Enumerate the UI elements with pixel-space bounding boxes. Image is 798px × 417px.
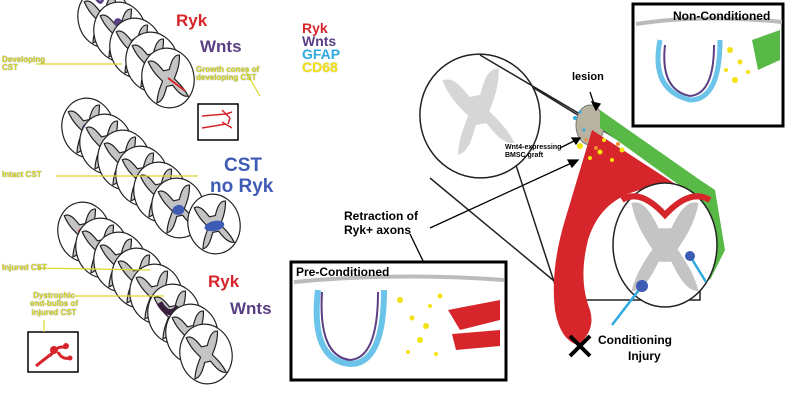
injured-sections [57, 201, 233, 385]
legend-gfap: GFAP [302, 46, 341, 62]
label-wnts-top: Wnts [200, 37, 242, 56]
pre-conditioned-panel [289, 260, 508, 382]
legend-cd68: CD68 [302, 59, 338, 75]
label-wnts-bottom: Wnts [230, 299, 272, 318]
label-no-ryk: no Ryk [210, 176, 274, 197]
callout-growth-cones: Growth cones of developing CST [196, 65, 260, 83]
developing-sections [77, 0, 195, 109]
growth-cone-inset [197, 103, 239, 141]
label-conditioning: Conditioning [598, 333, 672, 347]
intact-sections [61, 97, 241, 255]
label-ryk-bottom: Ryk [208, 272, 240, 291]
non-conditioned-panel [631, 2, 785, 128]
non-conditioned-title: Non-Conditioned [673, 9, 771, 23]
callout-injured-cst: Injured CST [2, 263, 47, 272]
label-ryk-top: Ryk [176, 11, 208, 30]
callout-lines [36, 63, 261, 332]
label-lesion: lesion [572, 71, 604, 83]
callout-developing-cst: Developing CST [2, 55, 46, 73]
callout-dystrophic: Dystrophic end-bulbs of injured CST [30, 291, 78, 317]
label-retraction-2: Ryk+ axons [344, 223, 412, 237]
pre-conditioned-title: Pre-Conditioned [296, 265, 390, 279]
spinal-cord-cylinder [419, 53, 725, 345]
label-graft: Wnt4-expressing BMSC graft [505, 144, 562, 159]
callout-intact-cst: Intact CST [2, 170, 42, 179]
label-injury: Injury [628, 349, 661, 363]
conditioning-injury-x [568, 334, 592, 358]
label-retraction-1: Retraction of [344, 209, 419, 223]
legend-ryk: Ryk [302, 20, 328, 36]
dystrophic-inset [27, 331, 79, 373]
label-cst: CST [224, 155, 262, 176]
legend: Ryk Wnts GFAP CD68 [302, 20, 341, 75]
legend-wnts: Wnts [302, 33, 337, 49]
